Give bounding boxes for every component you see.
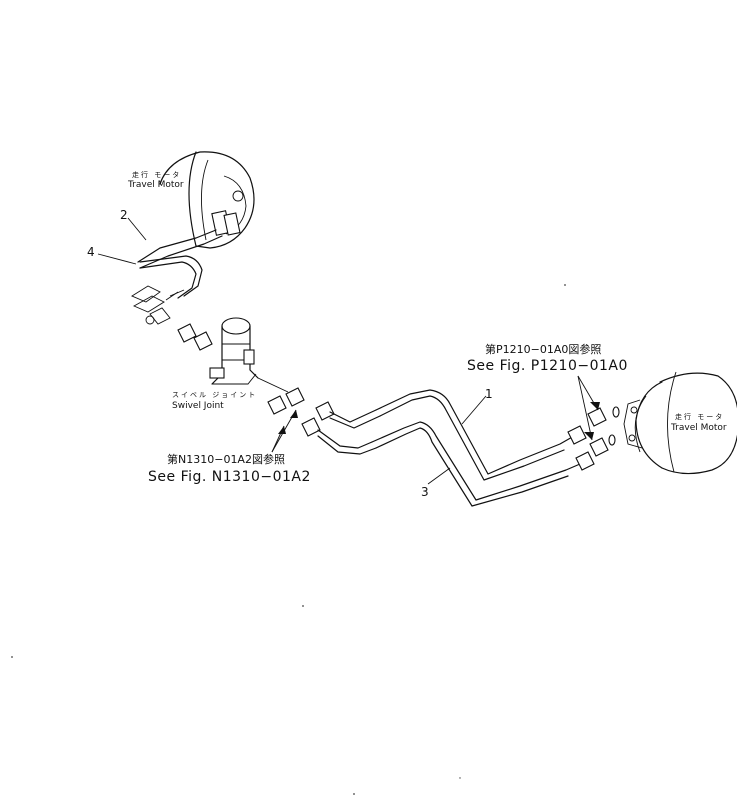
fittings-left	[177, 323, 213, 351]
scan-specks	[11, 284, 566, 795]
pipes-main	[317, 389, 581, 507]
ref-left-jp: 第N1310−01A2図参照	[167, 453, 285, 466]
pipes-left	[131, 229, 223, 325]
part-number-4: 4	[87, 245, 95, 259]
ref-right-jp: 第P1210−01A0図参照	[485, 343, 602, 356]
travel-motor-left	[159, 151, 255, 249]
motor-left-label: Travel Motor	[128, 180, 184, 190]
ref-left-en: See Fig. N1310−01A2	[148, 469, 311, 485]
connectors-center	[257, 377, 335, 437]
swivel-joint-jp-label: スイベル ジョイント	[172, 391, 258, 399]
motor-right-label: Travel Motor	[671, 423, 727, 433]
travel-motor-right	[623, 371, 737, 475]
motor-right-jp-label: 走行 モータ	[675, 413, 725, 421]
ref-right-en: See Fig. P1210−01A0	[467, 358, 628, 374]
connectors-right	[567, 406, 620, 471]
part-number-1: 1	[485, 387, 493, 401]
arrowheads	[278, 402, 600, 440]
swivel-joint	[209, 317, 259, 385]
swivel-joint-label: Swivel Joint	[172, 401, 224, 411]
part-number-2: 2	[120, 208, 128, 222]
part-number-3: 3	[421, 485, 429, 499]
motor-left-jp-label: 走行 モータ	[132, 171, 182, 179]
